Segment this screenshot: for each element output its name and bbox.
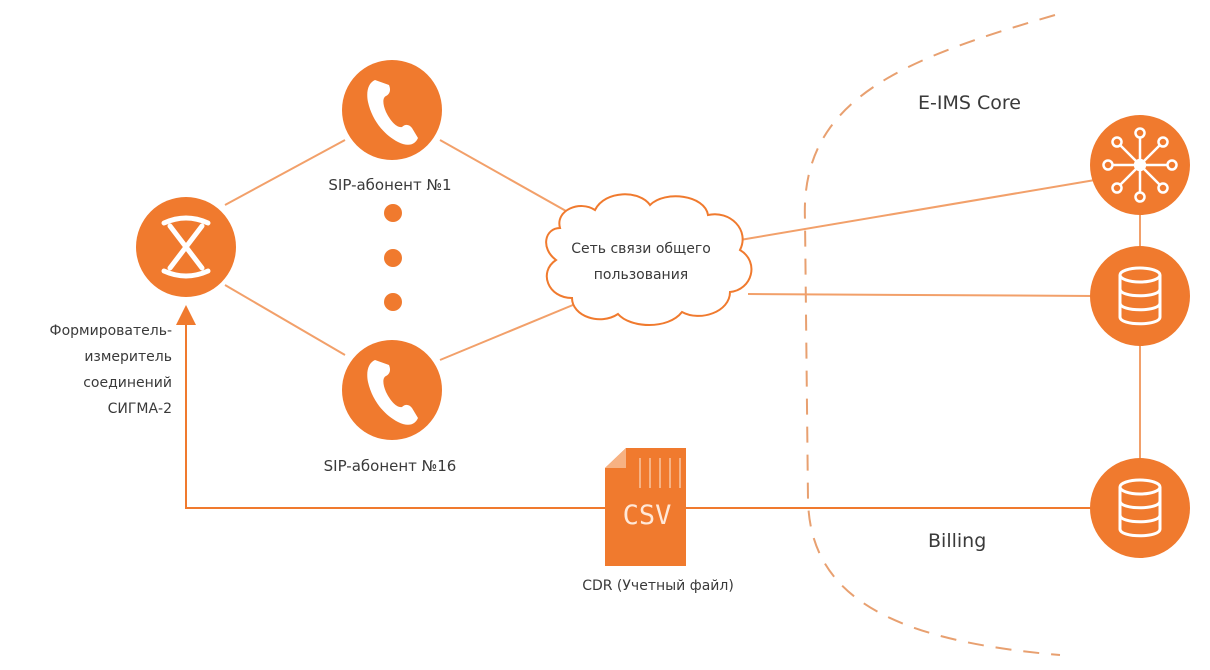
sigma-node bbox=[136, 197, 236, 297]
ellipsis-dot bbox=[384, 293, 402, 311]
link-sip16-cloud bbox=[439, 299, 586, 361]
sigma-label: Формирователь- измеритель соединений СИГ… bbox=[49, 323, 172, 417]
sip16-label: SIP-абонент №16 bbox=[323, 457, 457, 475]
ellipsis-dot bbox=[384, 204, 402, 222]
database-icon bbox=[1118, 478, 1162, 538]
core-router-node bbox=[1090, 115, 1190, 215]
link-billing-sigma-return bbox=[176, 305, 1095, 509]
cloud-icon bbox=[545, 193, 753, 326]
link-cloud-coredb bbox=[747, 293, 1096, 297]
network-hub-icon bbox=[1102, 127, 1178, 203]
core-db-node bbox=[1090, 246, 1190, 346]
link-sigma-sip16 bbox=[224, 284, 346, 356]
core-region-boundary bbox=[803, 14, 1061, 656]
phone-icon bbox=[367, 80, 418, 145]
billing-db-node bbox=[1090, 458, 1190, 558]
sip16-node bbox=[342, 340, 442, 440]
connections bbox=[176, 139, 1141, 509]
ellipsis-dot bbox=[384, 249, 402, 267]
sip1-label: SIP-абонент №1 bbox=[328, 176, 452, 194]
csv-file-icon bbox=[605, 448, 686, 566]
database-icon bbox=[1118, 266, 1162, 326]
sip1-node bbox=[342, 60, 442, 160]
core-region-label: E-IMS Core bbox=[918, 92, 1021, 114]
cloud-label: Сеть связи общего пользования bbox=[571, 241, 711, 283]
billing-region-label: Billing bbox=[928, 530, 987, 552]
link-sigma-sip1 bbox=[224, 139, 346, 206]
link-sip1-cloud bbox=[439, 139, 583, 221]
hourglass-icon bbox=[161, 215, 211, 279]
cdr-label: CDR (Учетный файл) bbox=[582, 578, 734, 594]
csv-file-text: CSV bbox=[622, 500, 672, 531]
link-cloud-router bbox=[739, 179, 1096, 241]
phone-icon bbox=[367, 360, 418, 425]
subscriber-ellipsis bbox=[384, 204, 402, 311]
